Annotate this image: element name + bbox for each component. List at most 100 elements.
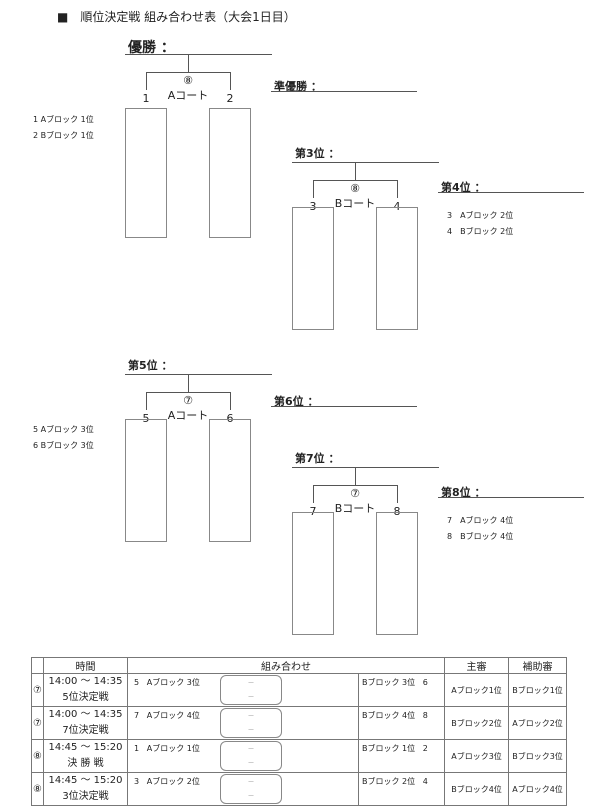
- bracket-line: [313, 485, 397, 486]
- referee: Bブロック2位: [444, 706, 509, 740]
- score-box-left: [125, 419, 167, 542]
- team-label: 1 Aブロック 1位: [33, 115, 94, 124]
- runner-line: [271, 406, 417, 407]
- bracket-line: [146, 392, 230, 393]
- seed-right: 8: [393, 505, 401, 518]
- bracket-line: [397, 485, 398, 503]
- bracket-line: [230, 72, 231, 90]
- court-label: Aコート: [167, 409, 209, 422]
- bracket-line: [146, 72, 230, 73]
- left-seed: 7: [134, 711, 140, 720]
- left-seed: 5: [134, 678, 140, 687]
- score-box: －－: [220, 774, 282, 804]
- score-box-left: [292, 207, 334, 330]
- court-label: Bコート: [334, 502, 376, 515]
- table-row: ⑧ 14:45 ～ 15:20 3位決定戦 3 Aブロック 2位 －－ Bブロック…: [31, 772, 567, 806]
- winner-line: [292, 162, 439, 163]
- seed-right: 4: [393, 200, 401, 213]
- bracket-line: [146, 72, 147, 90]
- left-team: Aブロック 2位: [146, 777, 200, 786]
- bracket-line: [313, 180, 314, 198]
- runner-label: 第8位 ：: [441, 486, 486, 499]
- seed-right: 6: [226, 412, 234, 425]
- right-seed: 2: [422, 744, 428, 753]
- runner-line: [271, 91, 417, 92]
- court-label: Bコート: [334, 197, 376, 210]
- bracket-line: [146, 392, 147, 410]
- team-label: 6 Bブロック 3位: [33, 441, 94, 450]
- court-label: Aコート: [167, 89, 209, 102]
- left-team: Aブロック 1位: [146, 744, 200, 753]
- bracket-line: [313, 180, 397, 181]
- header-time: 時間: [43, 657, 128, 674]
- bracket-line: [355, 162, 356, 180]
- time: 14:45 ～ 15:20: [48, 775, 123, 786]
- bracket-line: [188, 54, 189, 72]
- score-box-right: [209, 108, 251, 238]
- table-row: ⑦ 14:00 ～ 14:35 7位決定戦 7 Aブロック 4位 －－ Bブロック…: [31, 706, 567, 740]
- score-box-right: [209, 419, 251, 542]
- right-seed: 6: [422, 678, 428, 687]
- referee: Bブロック4位: [444, 772, 509, 806]
- time: 14:00 ～ 14:35: [48, 709, 123, 720]
- left-team: Aブロック 3位: [146, 678, 200, 687]
- team-label: 3 Aブロック 2位: [447, 211, 514, 220]
- winner-label: 第5位 ：: [128, 359, 173, 372]
- left-team: Aブロック 4位: [146, 711, 200, 720]
- page-title: ■ 順位決定戦 組み合わせ表（大会1日目）: [57, 10, 296, 24]
- score-box-right: [376, 512, 418, 635]
- score-box-left: [125, 108, 167, 238]
- score-box-left: [292, 512, 334, 635]
- runner-label: 第6位 ：: [274, 395, 319, 408]
- left-seed: 1: [134, 744, 140, 753]
- runner-line: [438, 497, 584, 498]
- seed-left: 1: [142, 92, 150, 105]
- team-label: 5 Aブロック 3位: [33, 425, 94, 434]
- team-label: 2 Bブロック 1位: [33, 131, 94, 140]
- time: 14:45 ～ 15:20: [48, 742, 123, 753]
- seed-left: 7: [309, 505, 317, 518]
- match-number: ⑦: [31, 706, 44, 740]
- team-label: 7 Aブロック 4位: [447, 516, 514, 525]
- left-seed: 3: [134, 777, 140, 786]
- winner-line: [125, 374, 272, 375]
- header-match: 組み合わせ: [127, 657, 445, 674]
- assistant-referee: Aブロック2位: [508, 706, 567, 740]
- assistant-referee: Bブロック3位: [508, 739, 567, 773]
- winner-label: 第7位 ：: [295, 452, 340, 465]
- match-number: ⑧: [350, 182, 360, 195]
- seed-right: 2: [226, 92, 234, 105]
- runner-label: 第4位 ：: [441, 181, 486, 194]
- header-assistant: 補助審: [508, 657, 567, 674]
- header-referee: 主審: [444, 657, 509, 674]
- team-label: 4 Bブロック 2位: [447, 227, 514, 236]
- referee: Aブロック3位: [444, 739, 509, 773]
- score-box: －－: [220, 708, 282, 738]
- right-team: Bブロック 2位: [362, 777, 416, 786]
- bracket-line: [313, 485, 314, 503]
- match-number: ⑧: [31, 739, 44, 773]
- time: 14:00 ～ 14:35: [48, 676, 123, 687]
- game-name: 3位決定戦: [62, 791, 109, 802]
- game-name: 7位決定戦: [62, 725, 109, 736]
- game-name: 5位決定戦: [62, 692, 109, 703]
- schedule-table: 時間 組み合わせ 主審 補助審 ⑦ 14:00 ～ 14:35 5位決定戦 5 A…: [31, 657, 567, 806]
- bracket-line: [397, 180, 398, 198]
- match-number: ⑧: [183, 74, 193, 87]
- score-box-right: [376, 207, 418, 330]
- assistant-referee: Aブロック4位: [508, 772, 567, 806]
- match-number: ⑧: [31, 772, 44, 806]
- winner-line: [125, 54, 272, 55]
- right-team: Bブロック 1位: [362, 744, 416, 753]
- referee: Aブロック1位: [444, 673, 509, 707]
- match-number: ⑦: [350, 487, 360, 500]
- assistant-referee: Bブロック1位: [508, 673, 567, 707]
- match-number: ⑦: [183, 394, 193, 407]
- match-number: ⑦: [31, 673, 44, 707]
- game-name: 決 勝 戦: [67, 758, 104, 769]
- winner-line: [292, 467, 439, 468]
- winner-label: 優勝 ：: [128, 40, 175, 56]
- right-seed: 8: [422, 711, 428, 720]
